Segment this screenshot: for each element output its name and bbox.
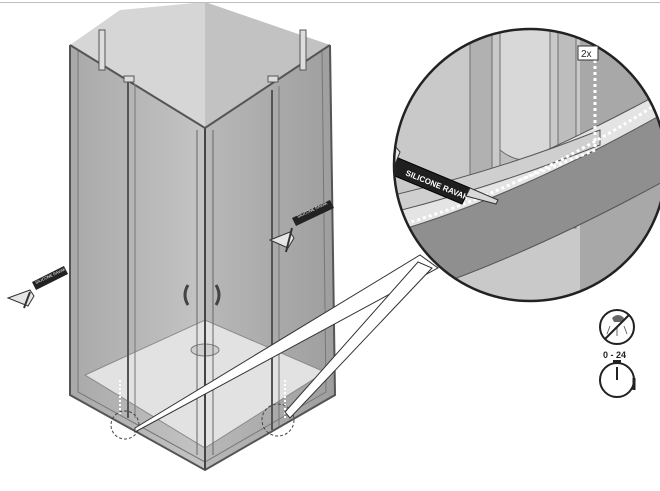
door-handle-left [183,284,190,306]
stopwatch-icon [599,360,636,398]
hinge-right [299,29,307,71]
sealant-path [65,47,340,478]
silicone-gun-small-left: SILICONE RAVAK [6,266,68,309]
hinge-left [98,29,106,71]
door-handle-right [214,284,221,306]
magnifier-detail: SILICONE RAVAK [392,27,660,303]
no-shower-icon [599,309,635,345]
detail-circle-right [261,403,295,437]
shower-enclosure [65,2,340,478]
magnifier-callout [134,254,439,433]
cure-time: 0 - 24 [603,350,626,360]
detail-multiplier: 2x [581,49,592,60]
magnifier-rim [392,27,660,303]
top-divider [0,2,660,3]
